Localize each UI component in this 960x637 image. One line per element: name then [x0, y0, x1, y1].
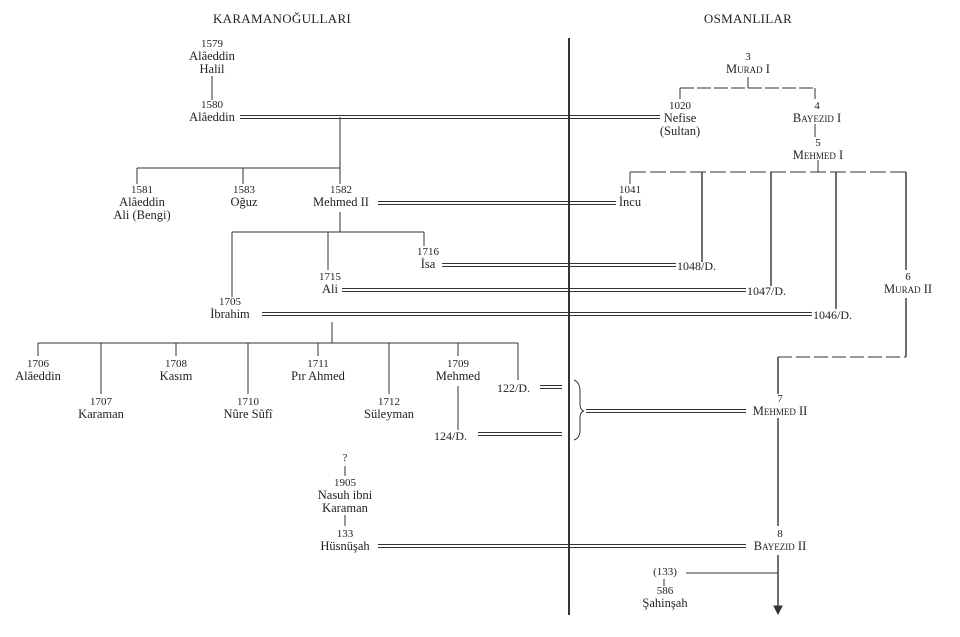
person-133-ref: (133)	[653, 566, 677, 578]
ref-1046: 1046/D.	[813, 308, 852, 322]
marriage-1715-1047	[342, 288, 746, 292]
marriage-1582-1041	[378, 201, 616, 205]
person-unknown: ?	[342, 452, 348, 464]
marriage-1716-1048	[442, 263, 676, 267]
ref-1047: 1047/D.	[747, 284, 786, 298]
marriage-line-mehmed-ii	[586, 409, 746, 413]
header-karamanogullari: KARAMANOĞULLARI	[212, 11, 352, 26]
continuation-arrow	[773, 605, 783, 616]
header-osmanlilar: OSMANLILAR	[703, 11, 793, 26]
ref-124: 124/D.	[434, 429, 467, 443]
ref-1048: 1048/D.	[677, 259, 716, 273]
brace	[573, 379, 585, 441]
marriage-133-bayezid-ii	[378, 544, 746, 548]
marriage-1705-1046	[262, 312, 812, 316]
marriage-1580-1020	[240, 115, 660, 119]
ref-122: 122/D.	[497, 381, 530, 395]
